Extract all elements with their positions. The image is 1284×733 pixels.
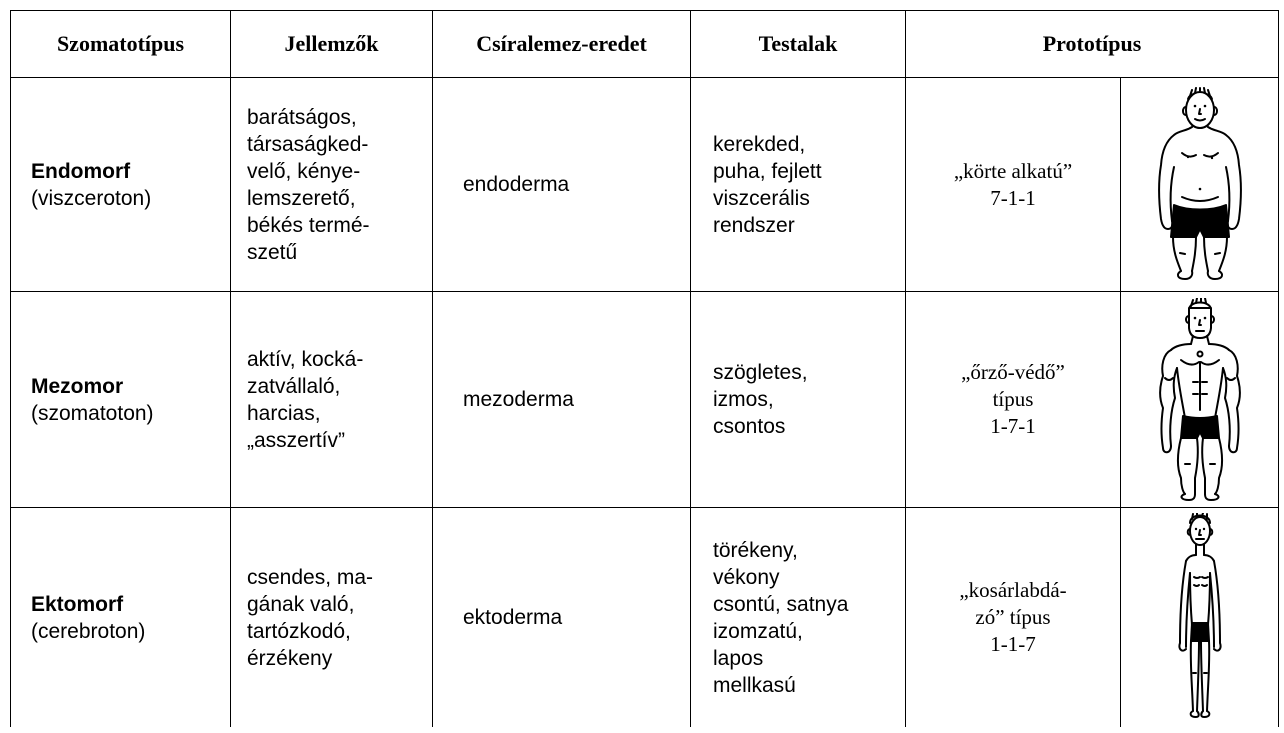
somatotype-cell: Endomorf (viszceroton) <box>10 77 231 292</box>
somatotype-table: Szomatotípus Jellemzők Csíralemez-eredet… <box>10 10 1280 727</box>
prototype-cell: „kosárlabdá- zó” típus 1-1-7 <box>905 507 1121 727</box>
traits-cell: barátságos, társaságked- velő, kénye- le… <box>230 77 433 292</box>
somatotype-subname: (viszceroton) <box>31 186 152 210</box>
header-prototype: Prototípus <box>904 10 1280 78</box>
somatotype-name: Mezomor <box>31 374 124 398</box>
header-row: Szomatotípus Jellemzők Csíralemez-eredet… <box>10 10 1280 78</box>
header-traits: Jellemzők <box>230 10 433 78</box>
prototype-figure-cell <box>1119 291 1280 508</box>
header-somatotype: Szomatotípus <box>10 10 231 78</box>
body-shape-cell: törékeny, vékony csontú, satnya izomzatú… <box>690 507 906 727</box>
germ-layer-cell: endoderma <box>432 77 691 292</box>
somatotype-cell: Mezomor (szomatoton) <box>10 291 231 508</box>
prototype-figure-cell <box>1119 507 1280 727</box>
somatotype-subname: (szomatoton) <box>31 401 154 425</box>
table-row-ectomorph: Ektomorf (cerebroton) csendes, ma- gának… <box>10 507 1280 727</box>
table-row-endomorph: Endomorf (viszceroton) barátságos, társa… <box>10 77 1280 292</box>
somatotype-name: Ektomorf <box>31 592 124 616</box>
endomorph-figure <box>1157 86 1242 280</box>
germ-layer-cell: ektoderma <box>432 507 691 727</box>
germ-layer-cell: mezoderma <box>432 291 691 508</box>
traits-cell: csendes, ma- gának való, tartózkodó, érz… <box>230 507 433 727</box>
header-body-shape: Testalak <box>690 10 906 78</box>
body-shape-cell: kerekded, puha, fejlett viszcerális rend… <box>690 77 906 292</box>
prototype-cell: „körte alkatú” 7-1-1 <box>905 77 1121 292</box>
body-shape-cell: szögletes, izmos, csontos <box>690 291 906 508</box>
header-germ-layer: Csíralemez-eredet <box>432 10 691 78</box>
somatotype-subname: (cerebroton) <box>31 619 146 643</box>
table-row-mesomorph: Mezomor (szomatoton) aktív, kocká- zatvá… <box>10 291 1280 508</box>
prototype-cell: „őrző-védő” típus 1-7-1 <box>905 291 1121 508</box>
traits-cell: aktív, kocká- zatvállaló, harcias, „assz… <box>230 291 433 508</box>
ectomorph-figure <box>1178 512 1221 718</box>
mesomorph-figure <box>1158 297 1241 501</box>
somatotype-name: Endomorf <box>31 159 131 183</box>
prototype-figure-cell <box>1119 77 1280 292</box>
somatotype-cell: Ektomorf (cerebroton) <box>10 507 231 727</box>
